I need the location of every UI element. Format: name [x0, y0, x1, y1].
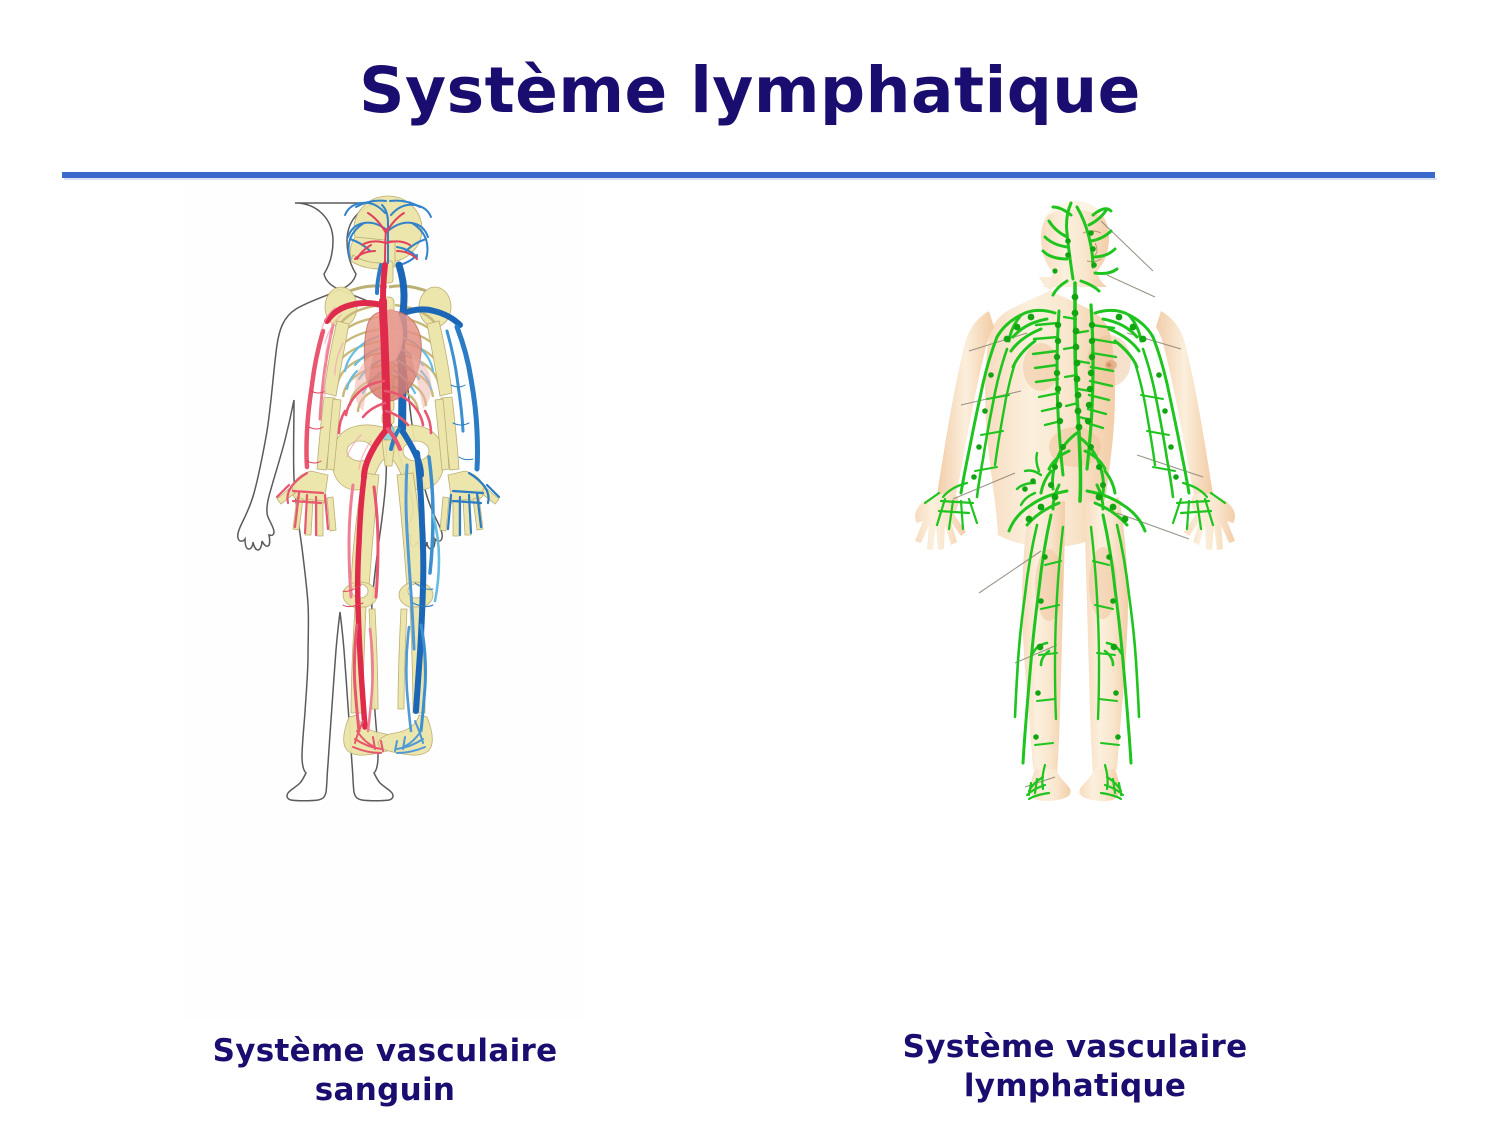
lung-right-vessels	[411, 353, 432, 409]
subclavian-artery-right	[324, 300, 384, 324]
descending-aorta	[380, 325, 391, 433]
lymphatic-vessels	[923, 201, 1227, 801]
arm-cross-links	[974, 394, 1176, 472]
foot-lymphatics-left	[1025, 763, 1051, 801]
parasternal-branches-left	[1031, 321, 1063, 427]
lymph-nodes-inguinal	[1025, 493, 1129, 523]
foot-veins-left	[394, 720, 426, 754]
title-divider-shadow	[64, 178, 1437, 180]
carotid-artery	[380, 262, 388, 300]
subclavian-vein-left	[401, 306, 463, 328]
foot-left	[1030, 769, 1071, 801]
capillary-network-right	[320, 306, 372, 470]
caption-blood-line1: Système vasculaire	[212, 1033, 558, 1069]
foot-right	[378, 714, 433, 756]
lymph-nodes-arms	[971, 372, 1179, 480]
leg-lymphatic-left-lateral	[1013, 523, 1039, 719]
hand-veins-left	[446, 471, 501, 537]
foot-arteries-right	[352, 720, 384, 754]
arm-vein-main-left	[454, 324, 480, 472]
arm-lymphatic-left-inner	[993, 361, 1017, 467]
arm-vein-secondary-left	[445, 329, 465, 433]
hand-right	[1184, 493, 1235, 550]
lymph-nodes-central	[1053, 293, 1096, 431]
leader-line-abdomen-left	[952, 472, 1016, 500]
page-title: Système lymphatique	[359, 54, 1141, 127]
hand-arteries-right	[275, 471, 330, 537]
areola-right	[1106, 362, 1112, 368]
arm-left	[937, 311, 994, 500]
leg-cross-links-right	[1092, 560, 1120, 746]
visceral-arteries	[337, 379, 433, 435]
lymph-nodes-abdominal	[1022, 444, 1106, 492]
leader-line-inguinal-right	[1116, 512, 1190, 540]
femoral-vein-left	[413, 450, 427, 714]
parasternal-branches-right	[1085, 323, 1118, 430]
leg-lymphatic-right-lateral	[1115, 523, 1141, 719]
leader-line-head	[1100, 220, 1154, 272]
lymph-nodes	[971, 230, 1179, 740]
caption-blood-vascular-system: Système vasculaire sanguin	[160, 1032, 610, 1110]
caption-lymphatic-vascular-system: Système vasculaire lymphatique	[830, 1028, 1320, 1106]
hair	[1043, 201, 1107, 219]
leg-left	[1022, 497, 1065, 776]
ulna-left	[326, 398, 342, 471]
leader-line-neck	[1106, 274, 1156, 298]
fibula-right	[397, 608, 408, 710]
lymph-nodes-axillary	[1003, 313, 1147, 343]
brachial-artery-right	[304, 328, 326, 470]
arm-lymphatic-left-lateral	[959, 335, 999, 495]
caption-blood-line2: sanguin	[314, 1072, 456, 1109]
lymphatic-vascular-svg	[915, 201, 1235, 801]
leg-lymphatic-right-inner	[1089, 525, 1101, 721]
figure-lymphatic-vascular-system	[855, 185, 1295, 1020]
iliac-artery-right	[361, 426, 390, 480]
arm-lymphatic-right-medial	[1141, 347, 1175, 499]
leg-cross-links-left	[1034, 560, 1062, 746]
cisterna-chyli-cluster	[1015, 451, 1043, 507]
leg-lymphatic-left-inner	[1053, 525, 1065, 721]
leader-line-axilla-left	[968, 332, 1028, 352]
leg-lymphatic-right-medial	[1101, 513, 1133, 765]
leg-lymphatic-left-medial	[1021, 513, 1053, 765]
foot-right	[1079, 769, 1120, 801]
ulna-right	[434, 398, 450, 471]
arm-right	[1156, 311, 1213, 500]
jugular-vein	[395, 261, 408, 321]
leader-line-abdomen-right	[1136, 454, 1204, 478]
blood-vascular-svg	[237, 195, 501, 802]
arm-lymphatic-left-medial	[975, 347, 1009, 499]
cranial-arteries	[354, 212, 418, 264]
hand-lymphatics-left	[923, 481, 979, 531]
lymph-nodes-legs	[1033, 554, 1121, 740]
hand-bones-right	[439, 470, 500, 537]
hand-left	[915, 493, 966, 550]
arm-lymphatic-right-inner	[1133, 361, 1157, 467]
leader-line-knee-left	[1014, 644, 1058, 664]
cervicofacial-lymphatics	[1041, 201, 1119, 297]
caption-lymph-line1: Système vasculaire	[902, 1029, 1248, 1065]
arm-lymphatic-right-lateral	[1151, 335, 1191, 495]
figure-blood-vascular-system	[185, 185, 585, 1020]
foot-lymphatics-right	[1099, 763, 1125, 801]
hand-lymphatics-right	[1171, 481, 1227, 531]
title-divider	[62, 172, 1435, 178]
lung-left-vessels	[354, 355, 373, 411]
lymph-nodes-cervical	[1052, 230, 1097, 274]
caption-lymph-line2: lymphatique	[963, 1068, 1187, 1105]
humerus-right	[426, 320, 453, 397]
arteries	[275, 212, 433, 754]
